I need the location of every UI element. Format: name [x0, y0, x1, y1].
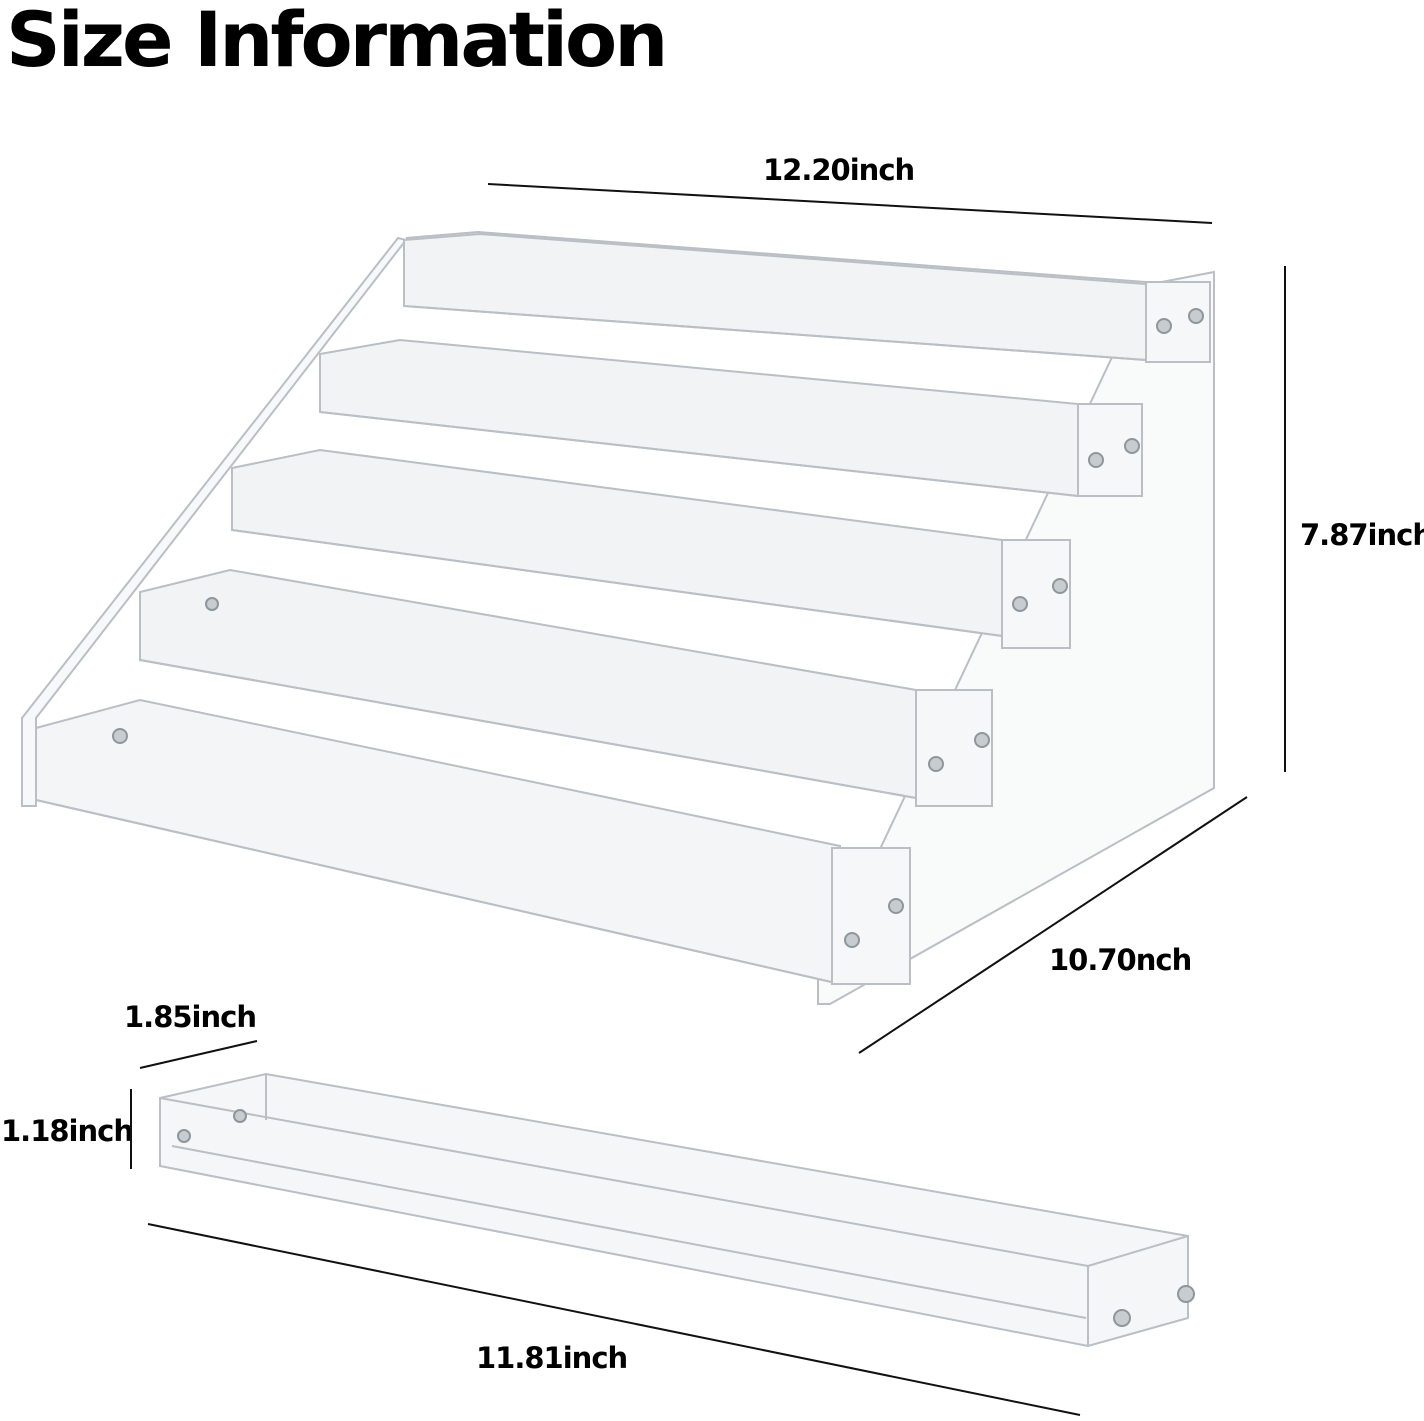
left-side-panel [21, 236, 408, 807]
top-width-label: 12.20inch [763, 153, 915, 187]
single-tray [159, 1072, 1189, 1348]
top-width-line [487, 183, 1213, 224]
tier-3-tray [231, 448, 1071, 649]
tray-depth-line [139, 1040, 258, 1069]
page-title: Size Information [6, 0, 668, 84]
depth-line [858, 796, 1248, 1054]
tier-4-tray [139, 568, 993, 807]
tray-height-label: 1.18inch [1, 1114, 134, 1148]
tier-2-tray [319, 338, 1143, 498]
acrylic-stand [21, 230, 1215, 1005]
depth-label: 10.70nch [1049, 943, 1192, 977]
dimension-lines [130, 183, 1286, 1416]
stand-screws [112, 308, 1204, 948]
tray-body [159, 1072, 1189, 1348]
tray-length-label: 11.81inch [476, 1341, 628, 1375]
tier-1-tray [403, 232, 1211, 363]
tier-5-tray [35, 698, 911, 986]
tray-screws [177, 1109, 1195, 1327]
height-label: 7.87inch [1300, 518, 1424, 552]
tray-length-line [147, 1223, 1081, 1416]
tray-depth-label: 1.85inch [124, 1000, 257, 1034]
